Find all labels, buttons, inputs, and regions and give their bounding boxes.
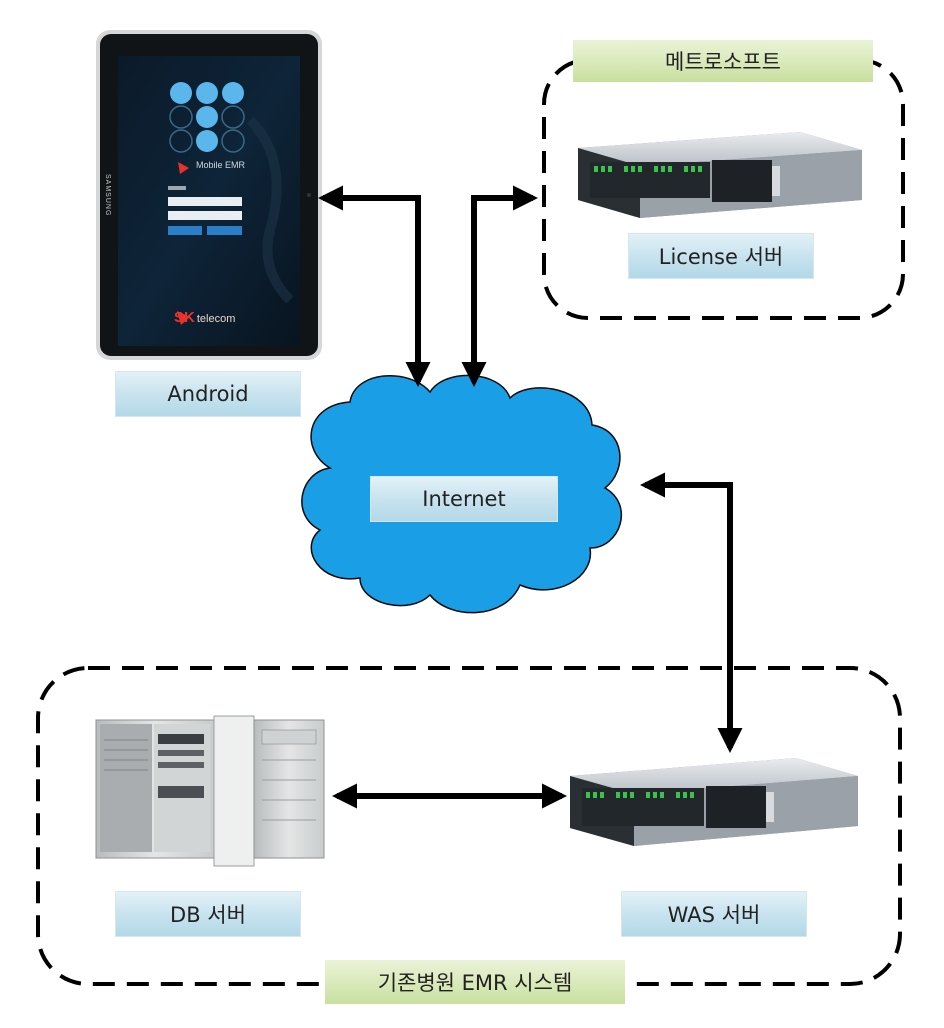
license-group-label: 메트로소프트 [573,40,873,82]
was-server-label: WAS 서버 [621,891,807,937]
tablet-brand-sub: telecom [196,313,236,325]
tablet-brand-text: SK [174,309,195,326]
db-server-icon [95,715,325,867]
license-server-icon [578,132,862,218]
tablet-pattern-icon [169,82,245,153]
license-internet-arrow [461,185,539,388]
tablet-app-title: Mobile EMR [196,160,246,170]
android-tablet [96,30,322,360]
was-server-icon [570,758,858,846]
internet-label: Internet [370,476,558,522]
android-label: Android [115,371,301,417]
tablet-device-brand: SAMSUNG [104,174,111,217]
was-internet-arrow [639,472,743,754]
license-group-boundary [542,58,905,320]
tablet-camera-icon [307,193,311,197]
db-server-label: DB 서버 [115,891,301,937]
hospital-group-label: 기존병원 EMR 시스템 [325,960,625,1004]
tablet-internet-arrow [317,185,431,388]
license-server-label: License 서버 [628,233,814,279]
